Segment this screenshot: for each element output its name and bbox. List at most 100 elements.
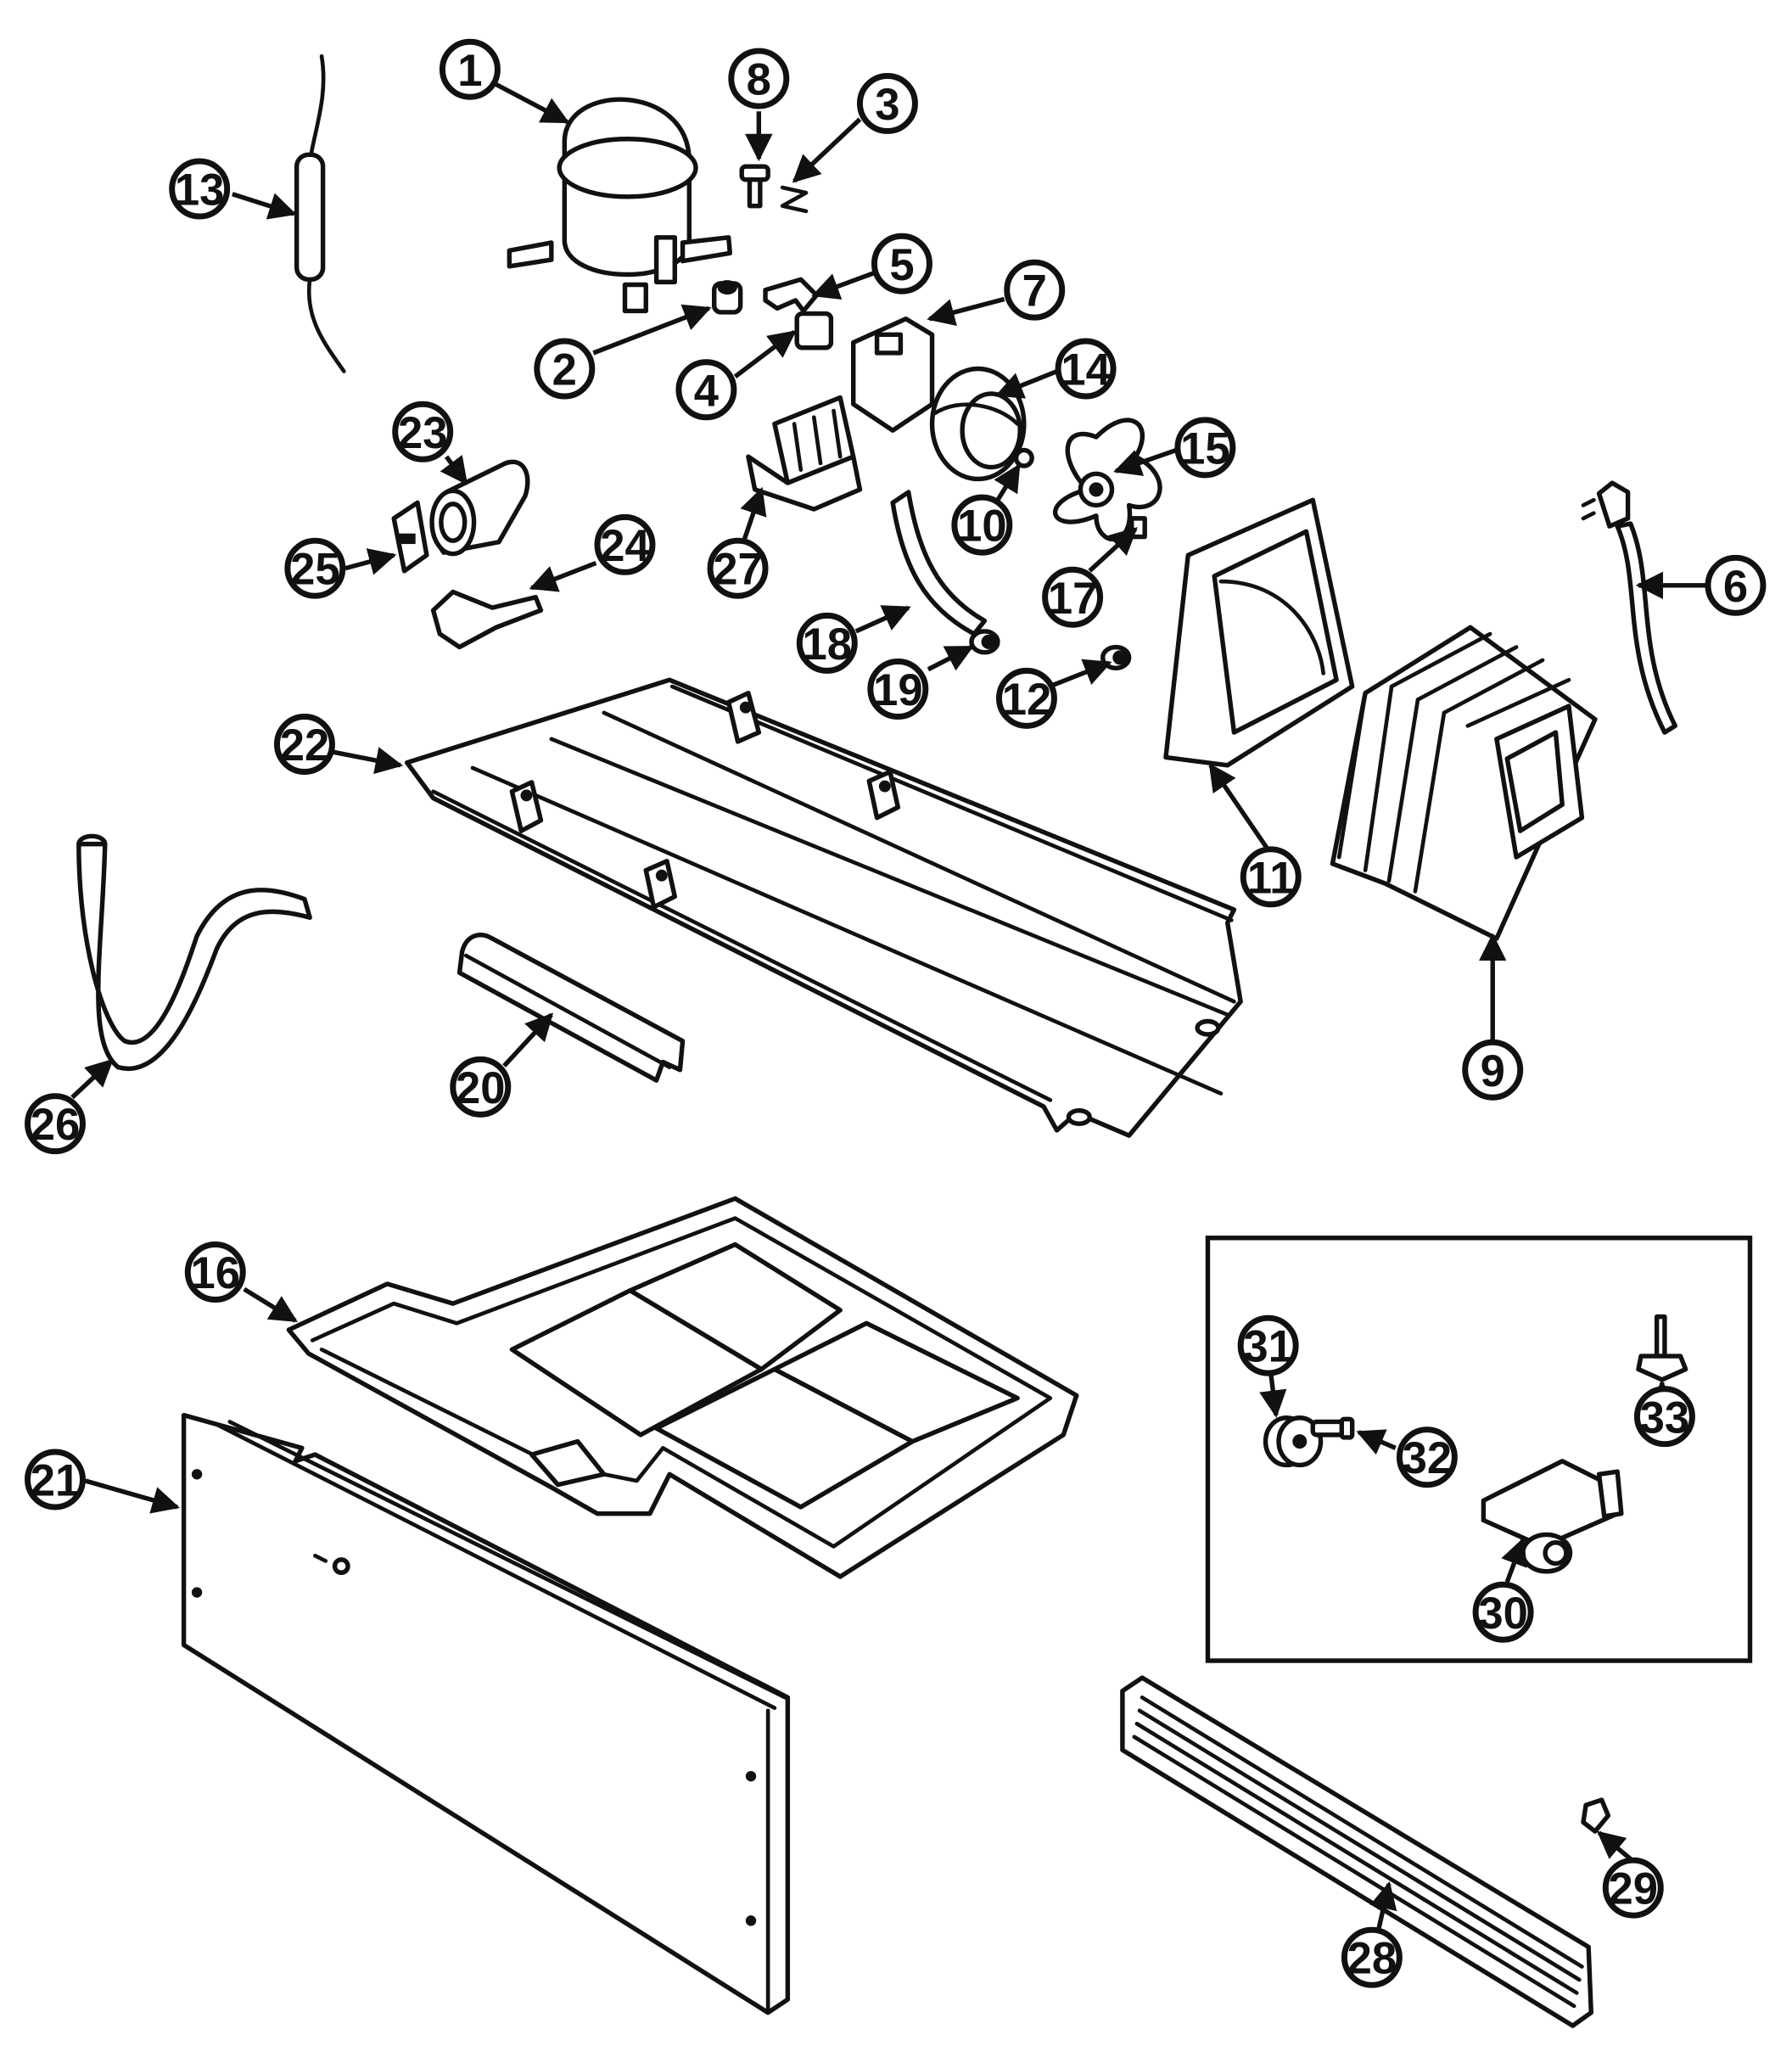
callout-1: 1 — [439, 38, 501, 100]
callout-label: 15 — [1180, 423, 1230, 474]
callout-29: 29 — [1602, 1857, 1664, 1919]
base-rail-part — [404, 677, 1243, 1138]
callout-circle — [169, 158, 231, 220]
front-panel-part — [181, 1412, 791, 2015]
callout-circle — [534, 338, 596, 400]
fan-blade-part — [1052, 418, 1162, 541]
callout-label: 24 — [600, 521, 650, 571]
relay-clip-part — [763, 277, 820, 314]
drain-pan-part — [286, 1196, 1079, 1579]
callout-label: 1 — [457, 46, 482, 96]
bolt-part — [739, 164, 770, 209]
capacitor-part — [429, 459, 530, 557]
callout-circle — [594, 513, 656, 575]
callout-20: 20 — [450, 1056, 512, 1118]
drier-part — [294, 53, 346, 373]
callout-label: 19 — [873, 665, 923, 715]
callout-label: 3 — [875, 80, 899, 130]
callout-30: 30 — [1472, 1581, 1534, 1643]
compressor-part — [507, 97, 732, 314]
callout-circle — [25, 1093, 86, 1155]
grommet-part-19 — [969, 629, 1000, 655]
callout-circle — [856, 72, 918, 134]
callout-circle — [1004, 259, 1066, 321]
callout-22: 22 — [273, 714, 335, 775]
roller-part — [1263, 1415, 1324, 1468]
callout-circle — [1237, 1314, 1299, 1376]
callout-label: 32 — [1403, 1433, 1453, 1483]
callout-19: 19 — [867, 659, 929, 720]
callout-circle — [284, 537, 346, 599]
callout-circle — [867, 659, 929, 720]
callout-circle — [871, 233, 932, 294]
bracket-part — [746, 395, 863, 512]
callout-10: 10 — [951, 494, 1013, 556]
callout-circle — [439, 38, 501, 100]
channel-part — [456, 933, 686, 1083]
callout-27: 27 — [707, 537, 769, 599]
callout-label: 11 — [1247, 853, 1295, 903]
callout-label: 9 — [1481, 1046, 1505, 1096]
callout-circle — [1240, 846, 1302, 908]
callout-4: 4 — [675, 359, 737, 421]
condenser-coil-part — [1330, 625, 1598, 941]
grille-clip-part — [1581, 1797, 1611, 1834]
pin-part — [1310, 1416, 1355, 1440]
callout-circle — [951, 494, 1013, 556]
cap-bracket-part — [430, 589, 544, 650]
clip-part — [780, 185, 809, 214]
caster-bracket-part — [1481, 1459, 1624, 1574]
callout-8: 8 — [728, 48, 790, 109]
callout-9: 9 — [1462, 1039, 1524, 1101]
callout-label: 4 — [694, 366, 719, 416]
callout-circle — [1055, 338, 1117, 400]
callout-circle — [1602, 1857, 1664, 1919]
callout-24: 24 — [594, 513, 656, 575]
cap-boot-part — [391, 500, 429, 574]
callout-label: 6 — [1723, 562, 1748, 612]
callout-15: 15 — [1174, 417, 1236, 479]
callout-11: 11 — [1240, 846, 1302, 908]
callout-label: 27 — [713, 545, 763, 595]
callout-13: 13 — [169, 158, 231, 220]
callout-14: 14 — [1055, 338, 1117, 400]
relay-part — [851, 317, 935, 433]
callout-label: 22 — [280, 720, 330, 771]
leveling-leg-part — [1636, 1314, 1688, 1382]
callout-circle — [796, 612, 858, 674]
callout-label: 25 — [290, 545, 340, 595]
callout-label: 33 — [1640, 1393, 1690, 1443]
callout-circle — [728, 48, 790, 109]
callout-circle — [1472, 1581, 1534, 1643]
callout-label: 23 — [398, 408, 448, 458]
callout-label: 28 — [1347, 1934, 1397, 1984]
callout-circle — [1633, 1386, 1695, 1448]
callout-label: 12 — [1002, 675, 1052, 725]
callout-label: 21 — [31, 1456, 81, 1506]
callout-28: 28 — [1341, 1926, 1403, 1988]
callout-label: 5 — [889, 240, 914, 290]
callout-7: 7 — [1004, 259, 1066, 321]
callout-circle — [1705, 554, 1767, 616]
callout-label: 29 — [1609, 1864, 1659, 1914]
grommet-part-12 — [1100, 644, 1132, 670]
callout-26: 26 — [25, 1093, 86, 1155]
power-cord-part — [1581, 480, 1678, 735]
callout-label: 10 — [957, 502, 1007, 552]
callout-circle — [675, 359, 737, 421]
callout-label: 26 — [31, 1100, 81, 1150]
callout-circle — [184, 1241, 246, 1303]
callout-circle — [1042, 566, 1104, 628]
grommet-part — [711, 280, 743, 315]
callout-circle — [1462, 1039, 1524, 1101]
callout-25: 25 — [284, 537, 346, 599]
callout-label: 30 — [1478, 1589, 1528, 1639]
callout-group: 1234567891011121314151617181920212223242… — [25, 38, 1767, 1988]
fan-motor-part — [929, 366, 1027, 482]
callout-label: 13 — [175, 165, 225, 216]
fan-clip-part — [1129, 516, 1147, 540]
callout-circle — [1396, 1426, 1458, 1488]
drain-tube-part — [76, 833, 312, 1072]
callout-label: 31 — [1243, 1322, 1293, 1372]
